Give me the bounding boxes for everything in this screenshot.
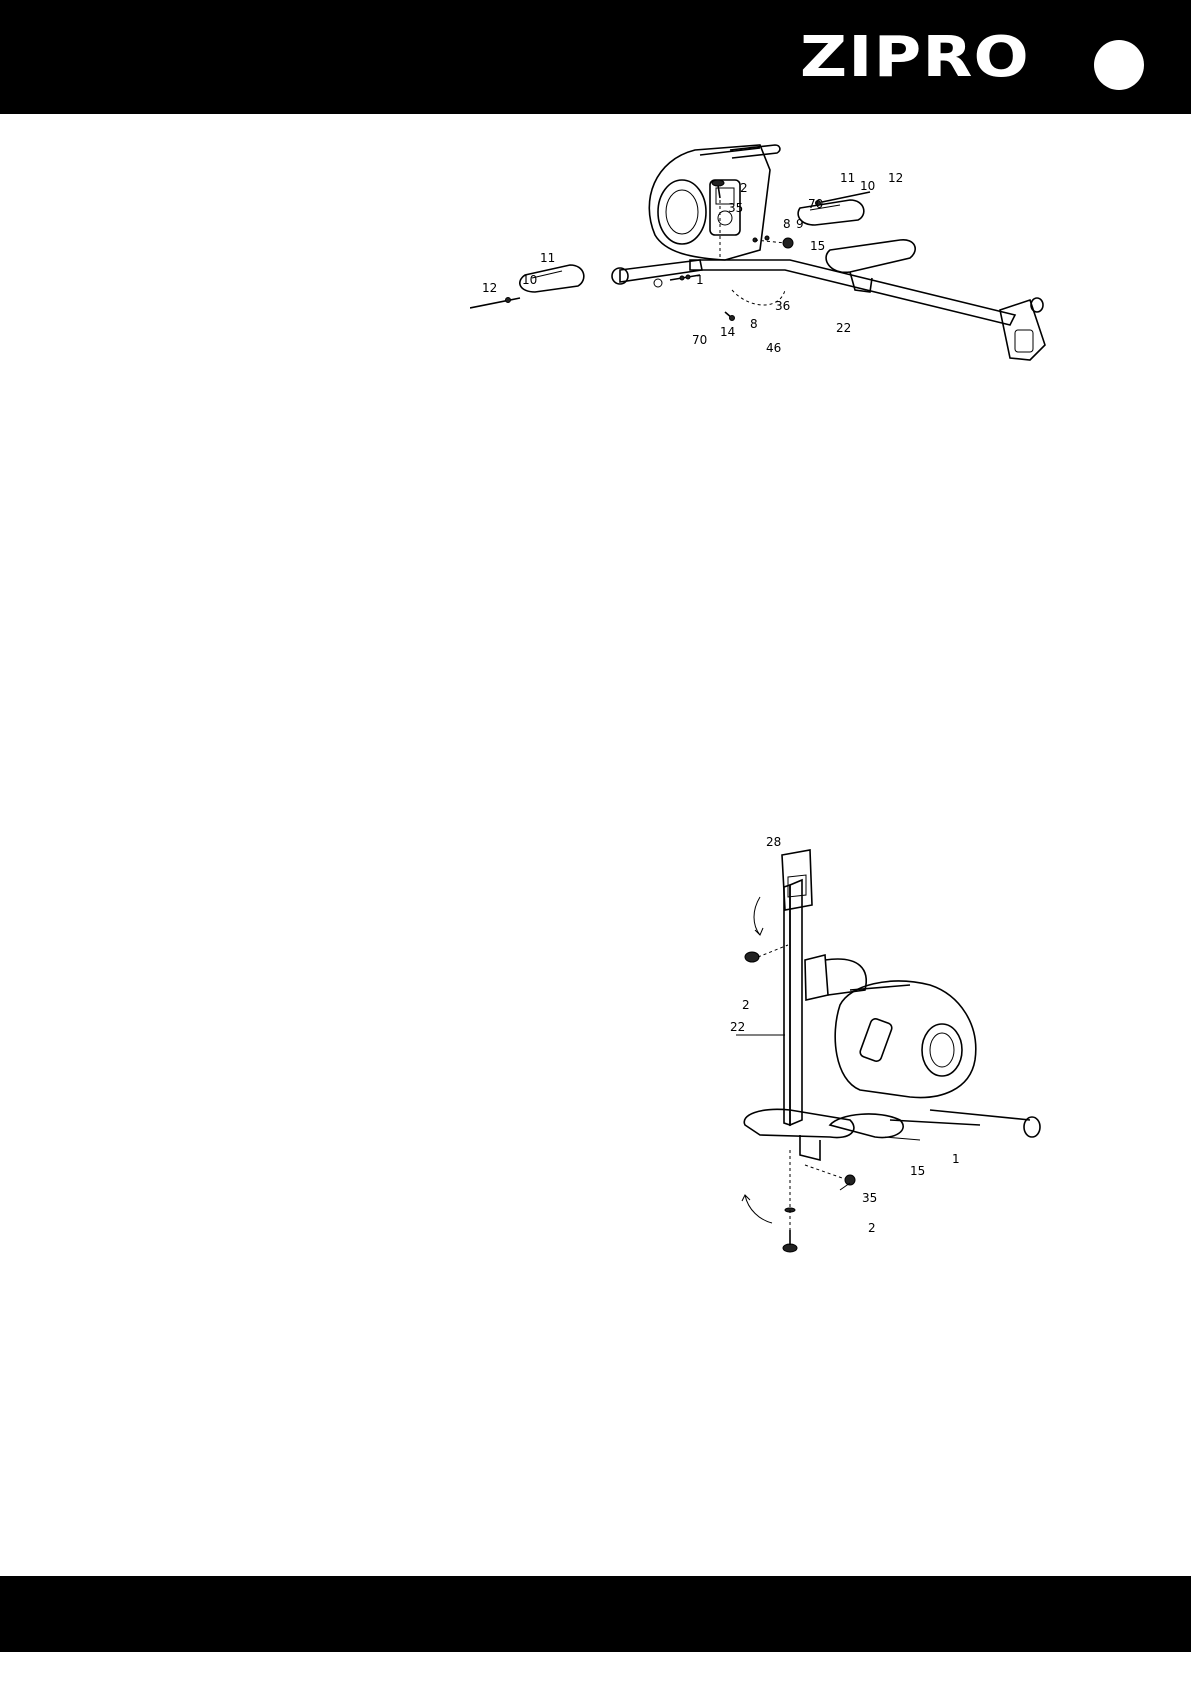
- callout-70-right: 70: [808, 197, 823, 211]
- callout-10-right: 10: [860, 179, 875, 193]
- callout-12-right: 12: [888, 171, 903, 185]
- callout-11-left: 11: [540, 251, 555, 265]
- callout-36: 36: [775, 299, 790, 313]
- callout-28: 28: [766, 835, 781, 849]
- callout-22: 22: [730, 1020, 745, 1034]
- callout-35: 35: [862, 1191, 877, 1205]
- callout-10-left: 10: [522, 273, 537, 287]
- main-rail: [612, 260, 1045, 360]
- callout-1: 1: [952, 1152, 960, 1166]
- assembly-figure-1: 2 35 11 10 12 70 8 9 15 11 12 10 1 36 70…: [470, 140, 1050, 390]
- flywheel-housing: [649, 145, 780, 260]
- flywheel-housing: [835, 981, 976, 1097]
- page-badge-circle: [1094, 40, 1144, 90]
- seat: [826, 240, 915, 292]
- callout-35: 35: [728, 201, 743, 215]
- page-header: ZIPRO: [0, 0, 1191, 114]
- callout-8-lower: 8: [750, 317, 758, 331]
- callout-2-upper: 2: [742, 998, 750, 1012]
- callout-1: 1: [696, 273, 704, 287]
- callout-2: 2: [740, 181, 748, 195]
- folded-rail: [782, 850, 866, 1125]
- base-footrests: [744, 1109, 1040, 1137]
- page-footer: [0, 1576, 1191, 1652]
- callout-9: 9: [796, 217, 804, 231]
- callout-11-right: 11: [840, 171, 855, 185]
- zipro-logo: ZIPRO: [800, 30, 1078, 86]
- callout-12-left: 12: [482, 281, 497, 295]
- callout-15: 15: [810, 239, 825, 253]
- callout-15: 15: [910, 1164, 925, 1178]
- rotation-arrow-top: [754, 897, 760, 935]
- callout-22: 22: [836, 321, 851, 335]
- assembly-figure-2: 28 2 22 1 15 35 2: [730, 835, 1050, 1255]
- callout-2-lower: 2: [868, 1221, 876, 1235]
- callout-70-left: 70: [692, 333, 707, 347]
- callout-14: 14: [720, 325, 735, 339]
- callout-8-upper: 8: [783, 217, 791, 231]
- callout-46: 46: [766, 341, 781, 355]
- fasteners: [745, 945, 855, 1252]
